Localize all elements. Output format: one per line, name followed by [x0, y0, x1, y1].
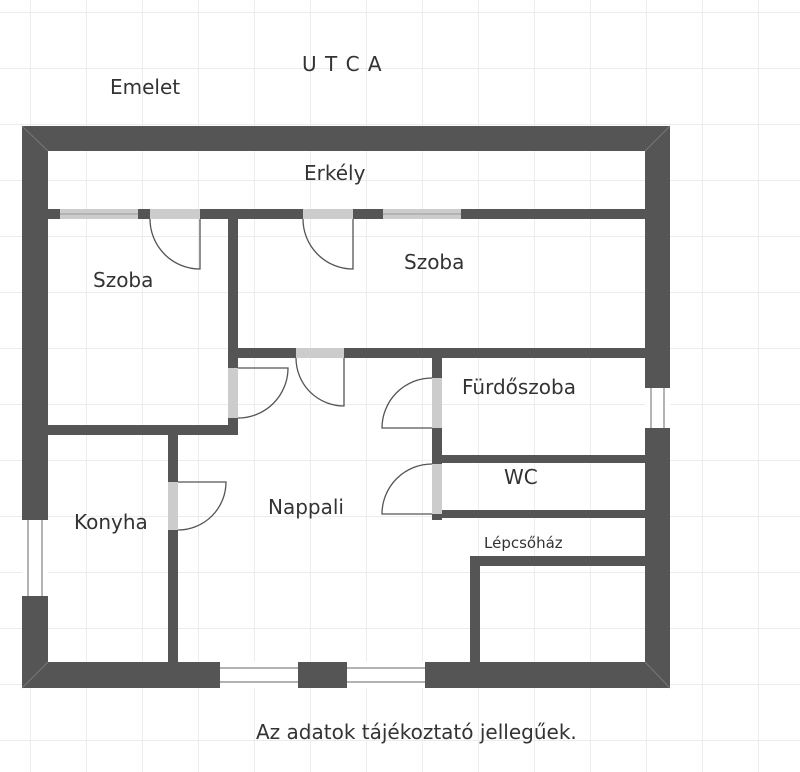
left-room-bottom-wall	[48, 425, 238, 435]
right-room-bottom-wall	[238, 348, 645, 358]
door-swing-wc	[381, 463, 433, 515]
door-opening-left-room-living	[228, 368, 238, 418]
window-kitchen	[22, 520, 48, 596]
room-label-left-room: Szoba	[93, 268, 154, 292]
street-label: U T C A	[302, 52, 383, 76]
window-living-left	[220, 662, 298, 688]
door-opening-left-room	[150, 209, 200, 219]
room-label-balcony: Erkély	[304, 161, 366, 185]
room-label-living: Nappali	[268, 495, 344, 519]
room-divider-wall	[228, 219, 238, 435]
window-balcony-left	[60, 209, 138, 219]
floor-label: Emelet	[110, 75, 181, 99]
door-openings	[150, 209, 442, 530]
stairwell-left-wall	[470, 556, 480, 662]
room-label-kitchen: Konyha	[74, 510, 148, 534]
room-label-wc: WC	[504, 465, 538, 489]
door-opening-bathroom	[432, 378, 442, 428]
room-label-bathroom: Fürdőszoba	[462, 375, 576, 399]
door-opening-kitchen	[168, 482, 178, 530]
door-swing-left-room	[149, 218, 201, 270]
windows	[22, 209, 670, 688]
door-opening-right-room-living	[296, 348, 344, 358]
wc-bottom-wall	[442, 510, 645, 518]
bathroom-left-wall	[432, 358, 442, 520]
door-swing-right-room-living	[295, 357, 345, 407]
wall-corner-bevels	[21, 125, 671, 689]
door-swing-bathroom	[381, 377, 433, 429]
window-bathroom	[645, 388, 670, 428]
door-swings	[149, 218, 433, 531]
room-label-stairwell: Lépcsőház	[484, 534, 563, 552]
door-opening-wc	[432, 464, 442, 514]
door-swing-right-room	[302, 218, 354, 270]
disclaimer-text: Az adatok tájékoztató jellegűek.	[256, 720, 577, 744]
window-living-right	[347, 662, 425, 688]
door-swing-left-room-living	[237, 367, 289, 419]
room-label-right-room: Szoba	[404, 250, 465, 274]
bathroom-bottom-wall	[442, 455, 645, 463]
door-opening-right-room	[303, 209, 353, 219]
door-swing-kitchen	[177, 481, 227, 531]
stairwell-top-wall	[470, 556, 645, 566]
kitchen-right-wall	[168, 435, 178, 662]
window-balcony-right	[383, 209, 461, 219]
